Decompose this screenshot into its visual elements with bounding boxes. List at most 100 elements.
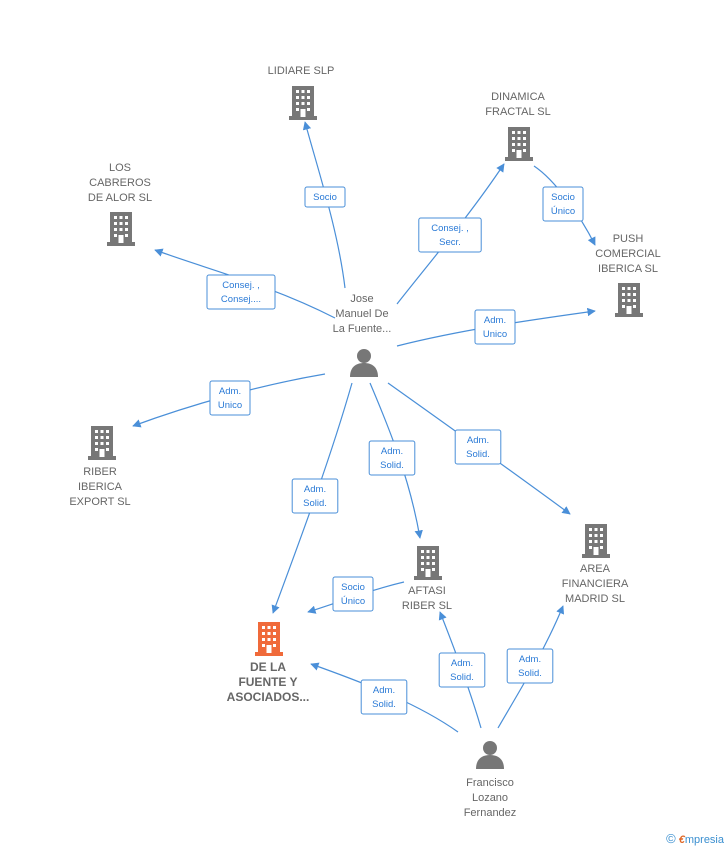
node-label-line: MADRID SL bbox=[565, 593, 625, 605]
edge-label-jose-riber[interactable]: Adm. Unico bbox=[209, 380, 251, 416]
building-icon bbox=[289, 86, 317, 120]
edge-label-jose-lidiare[interactable]: Socio bbox=[304, 186, 346, 208]
building-icon bbox=[107, 212, 135, 246]
edge-label-jose-area[interactable]: Adm. Solid. bbox=[454, 429, 502, 465]
node-aftasi[interactable]: AFTASI RIBER SL bbox=[402, 546, 452, 612]
copyright-icon: © bbox=[666, 831, 676, 846]
edges-layer bbox=[132, 121, 596, 733]
edge-label-box bbox=[474, 309, 516, 345]
edge-label-line: Socio bbox=[551, 192, 575, 203]
edge-label-jose-dinamica[interactable]: Consej. , Secr. bbox=[418, 217, 482, 253]
edge-label-line: Consej.... bbox=[221, 294, 261, 305]
node-label-line: LIDIARE SLP bbox=[268, 65, 335, 77]
person-icon bbox=[476, 741, 504, 769]
node-label-line: DE ALOR SL bbox=[88, 192, 152, 204]
edge-label-jose-push[interactable]: Adm. Unico bbox=[474, 309, 516, 345]
building-icon bbox=[505, 127, 533, 161]
edge-label-jose-aftasi[interactable]: Adm. Solid. bbox=[368, 440, 416, 476]
node-label-line: Lozano bbox=[472, 792, 508, 804]
edge-label-box bbox=[209, 380, 251, 416]
edge-label-line: Solid. bbox=[372, 699, 396, 710]
node-label-line: ASOCIADOS... bbox=[227, 690, 310, 704]
nodes-layer: LIDIARE SLP DINAMICA FRACTAL SL LOS CABREROS… bbox=[69, 65, 660, 819]
edge-label-box bbox=[206, 274, 276, 310]
edge-label-francisco-aftasi[interactable]: Adm. Solid. bbox=[438, 652, 486, 688]
edge-label-box bbox=[368, 440, 416, 476]
node-label-line: RIBER SL bbox=[402, 600, 452, 612]
edge-label-line: Solid. bbox=[518, 668, 542, 679]
edge-label-line: Secr. bbox=[439, 237, 461, 248]
edge-label-francisco-area[interactable]: Adm. Solid. bbox=[506, 648, 554, 684]
node-label-line: La Fuente... bbox=[333, 323, 392, 335]
node-area[interactable]: AREA FINANCIERA MADRID SL bbox=[562, 524, 629, 605]
edge-label-line: Unico bbox=[483, 329, 507, 340]
edge-label-line: Adm. bbox=[451, 658, 473, 669]
node-cabreros[interactable]: LOS CABREROS DE ALOR SL bbox=[88, 162, 152, 246]
edge-label-box bbox=[332, 576, 374, 612]
edge-label-line: Adm. bbox=[467, 435, 489, 446]
edge-label-line: Unico bbox=[218, 400, 242, 411]
edge-label-box bbox=[438, 652, 486, 688]
node-label-line: IBERICA bbox=[78, 481, 123, 493]
edge-label-line: Solid. bbox=[450, 672, 474, 683]
edge-label-jose-delafuente[interactable]: Adm. Solid. bbox=[291, 478, 339, 514]
node-label-line: CABREROS bbox=[89, 177, 151, 189]
edge-label-line: Adm. bbox=[519, 654, 541, 665]
node-lidiare[interactable]: LIDIARE SLP bbox=[268, 65, 335, 120]
edge-label-box bbox=[291, 478, 339, 514]
edge-label-line: Socio bbox=[341, 582, 365, 593]
node-label-line: DINAMICA bbox=[491, 91, 545, 103]
edge-label-line: Adm. bbox=[373, 685, 395, 696]
edge-label-jose-cabreros[interactable]: Consej. , Consej.... bbox=[206, 274, 276, 310]
node-label-line: IBERICA SL bbox=[598, 263, 658, 275]
node-label-line: Fernandez bbox=[464, 807, 517, 819]
brand-name: mpresia bbox=[684, 834, 724, 846]
node-label-line: LOS bbox=[109, 162, 131, 174]
edge-label-line: Único bbox=[551, 206, 575, 217]
node-label-line: AREA bbox=[580, 563, 611, 575]
footer-brand[interactable]: ©€mpresia bbox=[666, 831, 724, 846]
edge-label-line: Consej. , bbox=[222, 280, 260, 291]
edge-label-line: Adm. bbox=[304, 484, 326, 495]
edge-label-box bbox=[418, 217, 482, 253]
node-label-line: Jose bbox=[350, 293, 373, 305]
building-icon bbox=[255, 622, 283, 656]
edge-label-line: Solid. bbox=[303, 498, 327, 509]
edge-label-line: Adm. bbox=[381, 446, 403, 457]
edge-label-box bbox=[304, 186, 346, 208]
node-label-line: Manuel De bbox=[335, 308, 388, 320]
edge-label-line: Solid. bbox=[380, 460, 404, 471]
edge-label-box bbox=[542, 186, 584, 222]
node-label-line: EXPORT SL bbox=[69, 496, 130, 508]
node-label-line: COMERCIAL bbox=[595, 248, 660, 260]
node-label-line: AFTASI bbox=[408, 585, 446, 597]
node-label-line: FRACTAL SL bbox=[485, 106, 550, 118]
edge-label-line: Solid. bbox=[466, 449, 490, 460]
edge-label-box bbox=[454, 429, 502, 465]
edge-label-line: Consej. , bbox=[431, 223, 469, 234]
person-icon bbox=[350, 349, 378, 377]
edge-label-line: Adm. bbox=[484, 315, 506, 326]
building-icon bbox=[615, 283, 643, 317]
building-icon bbox=[414, 546, 442, 580]
node-dinamica[interactable]: DINAMICA FRACTAL SL bbox=[485, 91, 551, 161]
node-label-line: FINANCIERA bbox=[562, 578, 629, 590]
edge-label-line: Socio bbox=[313, 192, 337, 203]
edge-label-francisco-delafuente[interactable]: Adm. Solid. bbox=[360, 679, 408, 715]
node-label-line: FUENTE Y bbox=[238, 675, 297, 689]
brand-e-logo: € bbox=[678, 834, 685, 846]
node-label-line: DE LA bbox=[250, 660, 286, 674]
edge-label-line: Único bbox=[341, 596, 365, 607]
edge-label-line: Adm. bbox=[219, 386, 241, 397]
edge-label-box bbox=[360, 679, 408, 715]
building-icon bbox=[582, 524, 610, 558]
edge-label-box bbox=[506, 648, 554, 684]
